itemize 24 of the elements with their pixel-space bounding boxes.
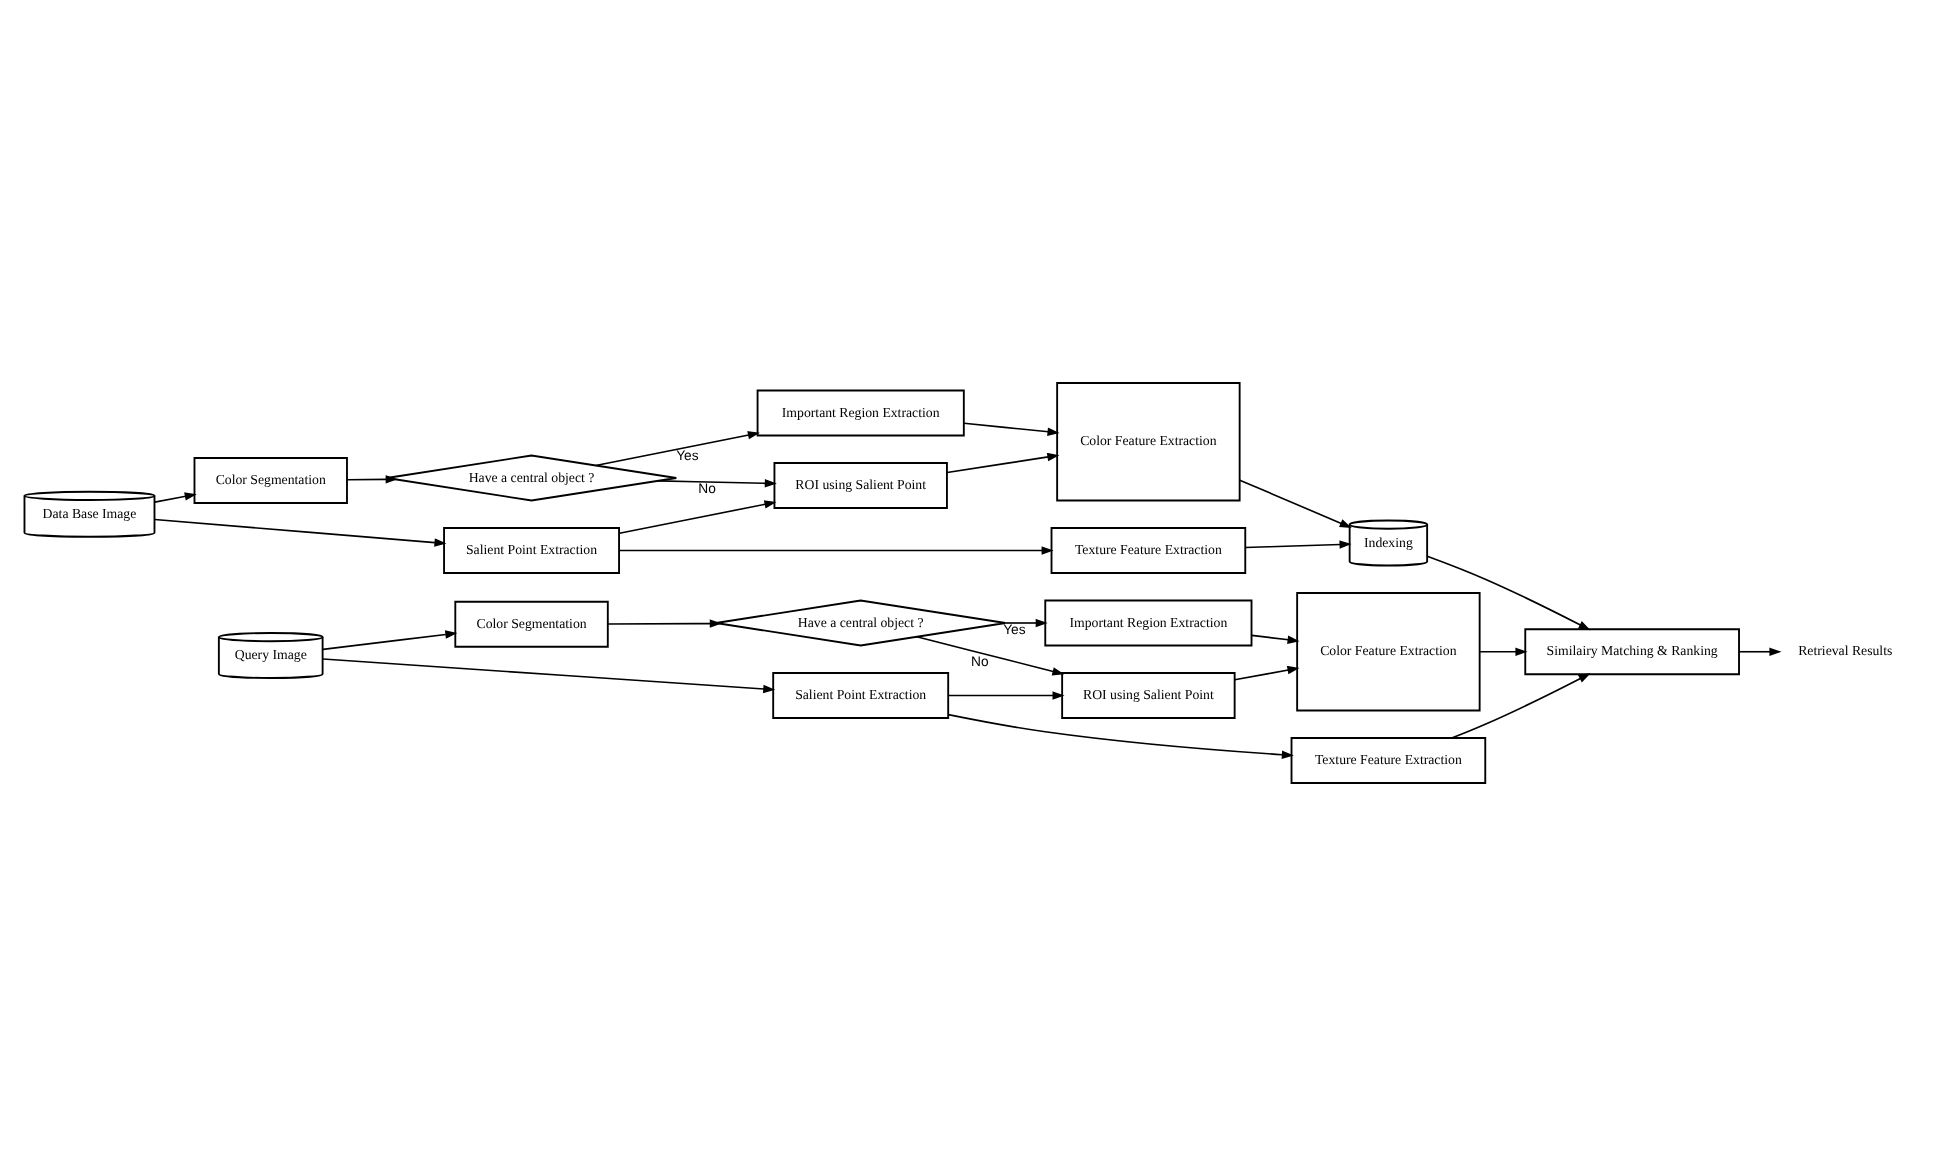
arrow <box>322 630 458 651</box>
arrow <box>594 431 760 467</box>
arrow <box>346 475 398 484</box>
arrow <box>915 636 1065 676</box>
arrow <box>947 713 1294 759</box>
arrow <box>322 658 776 694</box>
arrow <box>1244 540 1352 549</box>
arrow <box>1426 555 1591 631</box>
arrow <box>1233 665 1300 681</box>
arrow <box>1004 618 1048 628</box>
arrow <box>153 518 447 547</box>
arrow <box>1450 673 1591 739</box>
arrow <box>1479 647 1528 656</box>
arrow <box>947 691 1065 700</box>
arrow <box>1738 647 1782 656</box>
arrow <box>618 500 777 535</box>
arrow <box>1238 479 1352 528</box>
arrow <box>657 479 777 488</box>
arrow <box>1250 634 1300 644</box>
arrow <box>153 492 197 503</box>
arrow <box>963 422 1060 436</box>
arrow <box>607 619 722 628</box>
arrow <box>946 452 1060 474</box>
arrow <box>618 546 1054 555</box>
